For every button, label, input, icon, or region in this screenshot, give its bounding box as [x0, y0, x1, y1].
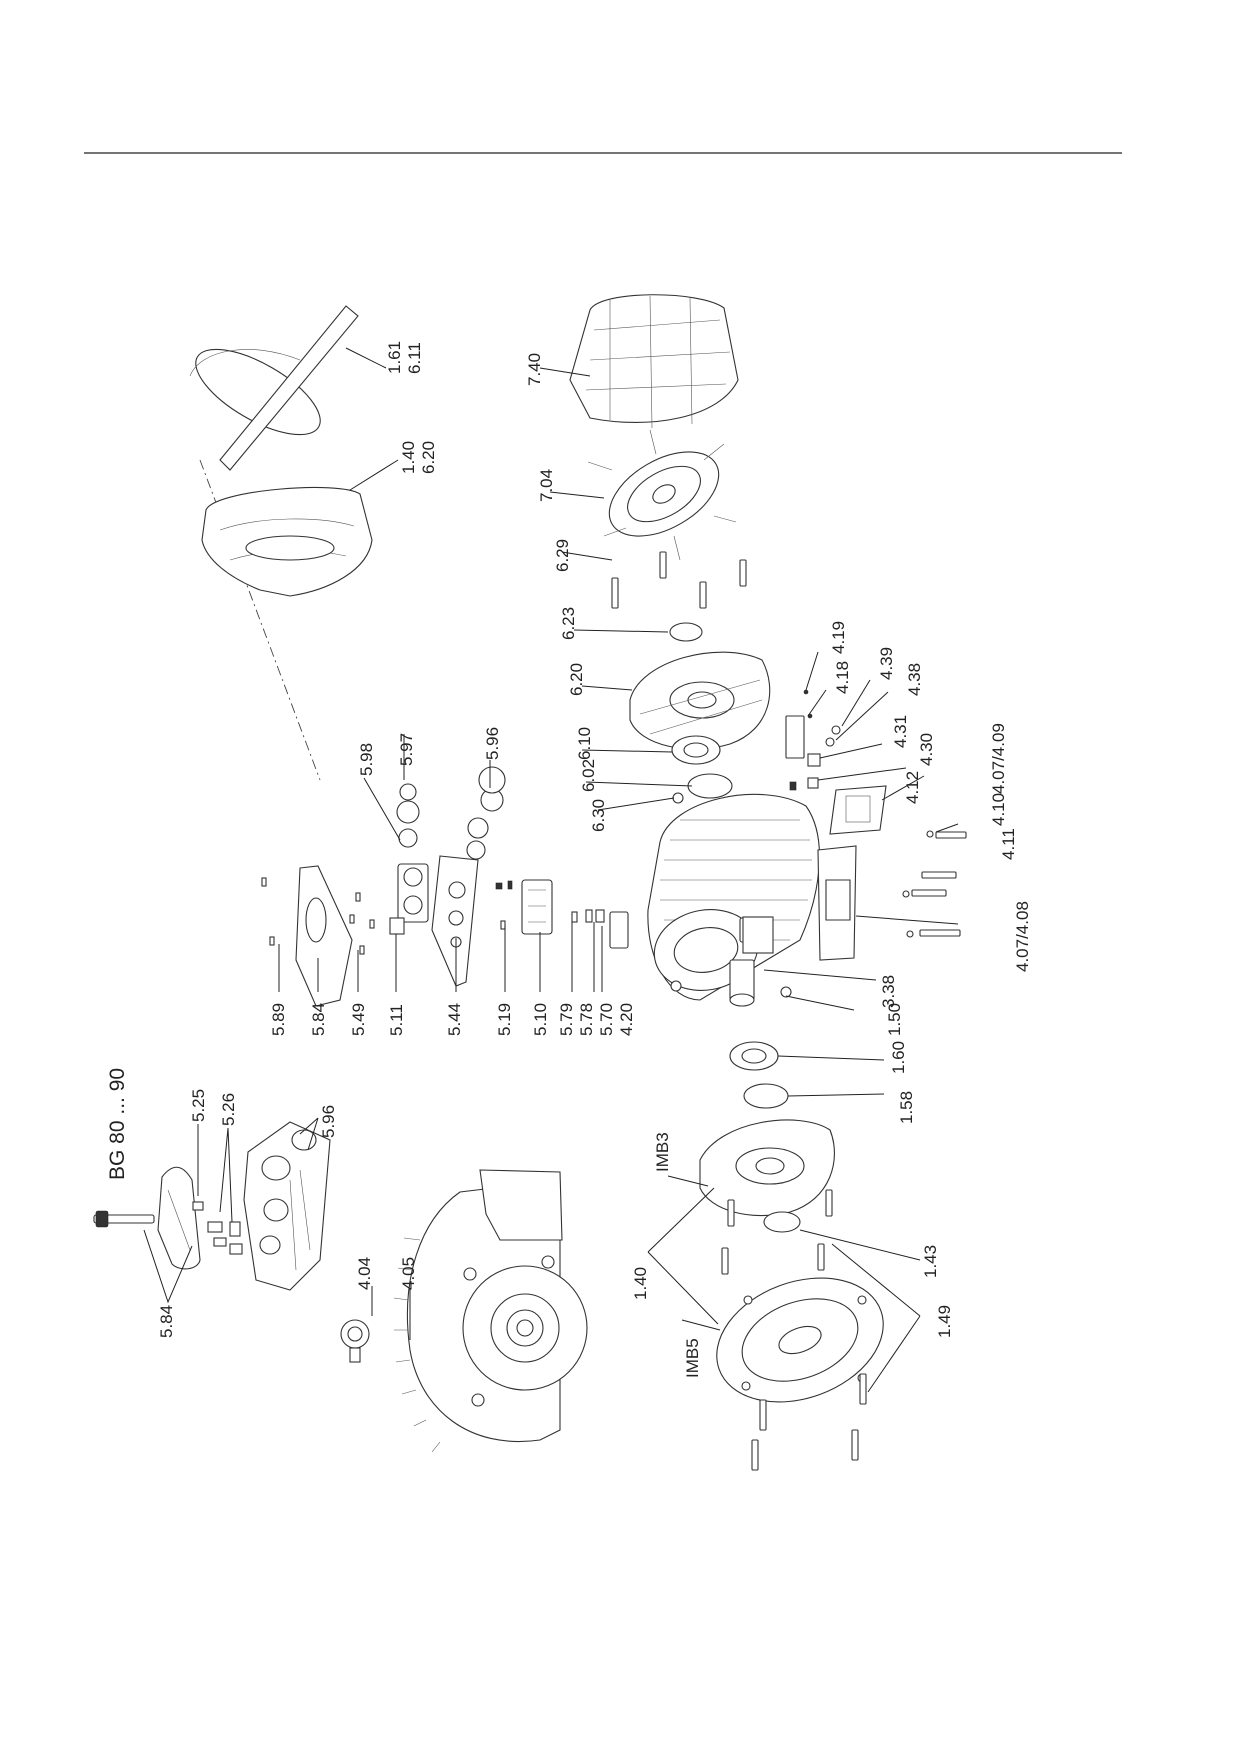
label-1-49: 1.49 [935, 1305, 954, 1338]
endshield-imb3 [699, 1119, 835, 1217]
terminal-adapter-plate [389, 863, 429, 935]
earth-terminal-4-38-4-39 [825, 725, 841, 747]
cable-gland-seals [396, 766, 506, 860]
circlip-6-02 [687, 773, 733, 799]
label-5-98: 5.98 [357, 743, 376, 776]
label-5-70: 5.70 [597, 1003, 616, 1036]
label-1-61: 1.61 [385, 341, 404, 374]
shaft-key-3-38 [729, 916, 774, 1007]
label-4-39: 4.39 [877, 647, 896, 680]
foot-4-07-4-09 [829, 785, 887, 835]
label-4-07-4-09: 4.07/4.09 [989, 723, 1008, 794]
label-5-44: 5.44 [445, 1003, 464, 1036]
fan-cover-cowl [201, 486, 373, 597]
flange-endshield-imb5 [716, 1277, 884, 1403]
label-6-20-b: 6.20 [567, 663, 586, 696]
label-5-79: 5.79 [557, 1003, 576, 1036]
cover-screw [93, 1214, 155, 1224]
label-4-19: 4.19 [829, 621, 848, 654]
label-7-40: 7.40 [525, 353, 544, 386]
nameplate-4-18 [785, 689, 813, 759]
seal-1-43 [763, 1211, 801, 1233]
label-5-25: 5.25 [189, 1089, 208, 1122]
label-5-96-a: 5.96 [319, 1105, 338, 1138]
label-4-20: 4.20 [617, 1003, 636, 1036]
label-4-38: 4.38 [905, 663, 924, 696]
label-1-40-b: 1.40 [631, 1267, 650, 1300]
terminal-box-cover [295, 865, 353, 1007]
screws-6-29 [611, 551, 747, 609]
screws-5-49 [261, 877, 375, 955]
foot-screws-4-10-4-11 [902, 830, 967, 938]
label-7-04: 7.04 [537, 469, 556, 502]
bearing-6-10 [671, 735, 721, 765]
terminal-bridges [571, 909, 629, 949]
earth-parts-4-30-4-31 [789, 753, 821, 791]
label-1-58: 1.58 [897, 1091, 916, 1124]
label-4-11: 4.11 [999, 828, 1018, 860]
label-1-60: 1.60 [889, 1041, 908, 1074]
label-1-40-a: 1.40 [399, 441, 418, 474]
terminal-block-small [192, 1201, 243, 1255]
label-6-29: 6.29 [553, 539, 572, 572]
terminal-block [495, 879, 553, 935]
motor-body [647, 793, 820, 1001]
label-4-31: 4.31 [891, 715, 910, 748]
label-4-12: 4.12 [903, 771, 922, 804]
label-4-30: 4.30 [917, 733, 936, 766]
label-5-84-b: 5.84 [309, 1003, 328, 1036]
circlip-1-58 [743, 1083, 789, 1109]
label-5-26: 5.26 [219, 1093, 238, 1126]
label-imb3: IMB3 [653, 1132, 672, 1172]
label-6-10: 6.10 [575, 727, 594, 760]
callout-labels: BG 80 ... 90 5.84 5.25 5.26 5.96 4.04 4.… [106, 341, 1032, 1378]
label-6-20-a: 6.20 [419, 441, 438, 474]
label-5-11: 5.11 [387, 1004, 406, 1036]
bearing-1-60 [729, 1041, 779, 1071]
leader-lines [143, 347, 959, 1393]
label-6-02: 6.02 [579, 759, 598, 792]
label-6-11: 6.11 [405, 342, 424, 374]
label-4-18: 4.18 [833, 661, 852, 694]
motor-frame-end-view [393, 1169, 588, 1453]
fan-guard-7-40 [569, 294, 739, 429]
label-4-04: 4.04 [355, 1257, 374, 1290]
seal-ring-6-23 [669, 622, 703, 642]
centerline [199, 459, 321, 781]
nut-6-30 [672, 792, 684, 804]
fan-cover-ring [189, 305, 359, 781]
endshield-6-20 [629, 651, 771, 750]
label-5-19: 5.19 [495, 1003, 514, 1036]
terminal-box-housing [431, 855, 479, 987]
terminal-box-housing-small [243, 1121, 331, 1291]
terminal-box-cover-small [93, 1166, 201, 1270]
nuts-1-50 [670, 980, 792, 998]
label-5-89: 5.89 [269, 1003, 288, 1036]
label-5-10: 5.10 [531, 1003, 550, 1036]
screws-1-49 [721, 1189, 867, 1471]
label-5-96-b: 5.96 [483, 727, 502, 760]
label-5-97: 5.97 [397, 733, 416, 766]
label-6-23: 6.23 [559, 607, 578, 640]
eyebolt [340, 1319, 370, 1363]
label-5-84-a: 5.84 [157, 1305, 176, 1338]
label-1-50: 1.50 [885, 1003, 904, 1036]
label-4-05: 4.05 [399, 1257, 418, 1290]
label-1-43: 1.43 [921, 1245, 940, 1278]
variant-label: BG 80 ... 90 [106, 1068, 129, 1180]
label-3-38: 3.38 [879, 975, 898, 1008]
label-4-10: 4.10 [989, 793, 1008, 826]
label-imb5: IMB5 [683, 1338, 702, 1378]
foot-4-07-4-08 [817, 845, 857, 961]
label-5-49: 5.49 [349, 1003, 368, 1036]
fan-7-04 [587, 429, 737, 561]
label-4-07-4-08: 4.07/4.08 [1013, 901, 1032, 972]
label-6-30: 6.30 [589, 799, 608, 832]
label-5-78: 5.78 [577, 1003, 596, 1036]
